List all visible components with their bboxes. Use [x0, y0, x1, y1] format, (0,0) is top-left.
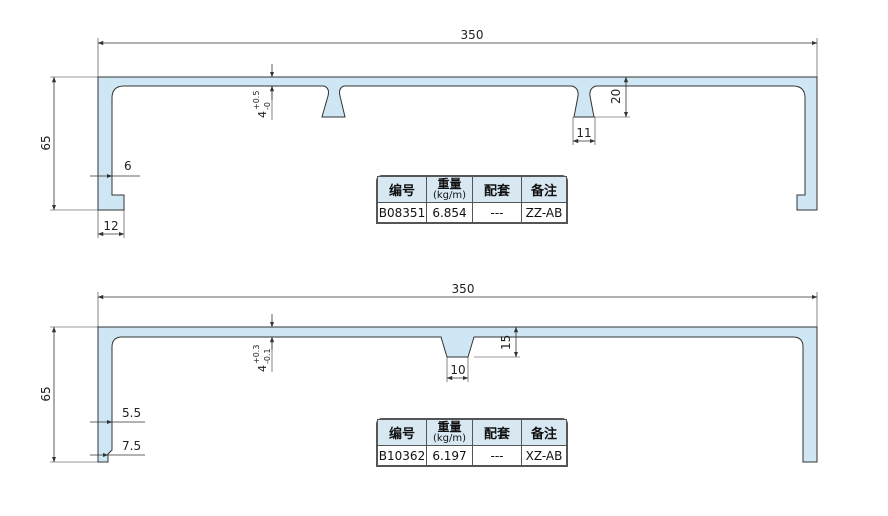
- header-code: 编号: [377, 419, 427, 446]
- wall-thickness-1: 4: [256, 111, 269, 118]
- profile-drawing-1: 350 65 4 +0.5 -0 20 11 6 12: [39, 28, 818, 238]
- tolerance-lower-2: -0.1: [263, 348, 272, 364]
- foot-width-2: 7.5: [122, 439, 141, 453]
- cell-match: ---: [472, 202, 522, 223]
- cell-code: B08351: [377, 202, 427, 223]
- height-dimension-2: 65: [39, 386, 53, 401]
- cell-weight: 6.197: [426, 445, 473, 466]
- foot-gap-1: 6: [124, 159, 132, 173]
- spec-table-2: 编号 重量 (kg/m) 配套 备注 B10362 6.197 --- XZ-A…: [376, 418, 568, 467]
- profile-drawing-2: 350 65 4 +0.3 -0.1 15 10 5.5 7.5: [39, 282, 818, 463]
- cell-weight: 6.854: [426, 202, 473, 223]
- header-weight-unit: (kg/m): [432, 432, 467, 444]
- header-match: 配套: [472, 176, 522, 203]
- cell-match: ---: [472, 445, 522, 466]
- header-weight: 重量 (kg/m): [426, 176, 473, 203]
- header-weight-label: 重量: [437, 176, 462, 191]
- foot-width-1: 12: [103, 219, 118, 233]
- header-weight: 重量 (kg/m): [426, 419, 473, 446]
- header-code: 编号: [377, 176, 427, 203]
- header-weight-unit: (kg/m): [432, 189, 467, 201]
- header-remark: 备注: [521, 419, 567, 446]
- header-remark: 备注: [521, 176, 567, 203]
- foot-gap-2: 5.5: [122, 406, 141, 420]
- slot-depth-1: 20: [609, 89, 623, 104]
- header-match: 配套: [472, 419, 522, 446]
- cell-remark: ZZ-AB: [521, 202, 567, 223]
- slot-width-1: 11: [576, 126, 591, 140]
- tolerance-upper-1: +0.5: [252, 91, 261, 110]
- tolerance-upper-2: +0.3: [252, 345, 261, 364]
- tolerance-lower-1: -0: [263, 102, 272, 110]
- width-dimension-2: 350: [452, 282, 475, 296]
- profile-1-outline: [97, 76, 818, 211]
- table-row: B10362 6.197 --- XZ-AB: [377, 445, 567, 466]
- cell-code: B10362: [377, 445, 427, 466]
- wall-thickness-2: 4: [256, 365, 269, 372]
- slot-width-2: 10: [450, 363, 465, 377]
- spec-table-1: 编号 重量 (kg/m) 配套 备注 B08351 6.854 --- ZZ-A…: [376, 175, 568, 224]
- slot-depth-2: 15: [499, 335, 513, 350]
- table-row: B08351 6.854 --- ZZ-AB: [377, 202, 567, 223]
- header-weight-label: 重量: [437, 419, 462, 434]
- width-dimension-1: 350: [461, 28, 484, 42]
- cell-remark: XZ-AB: [521, 445, 567, 466]
- height-dimension-1: 65: [39, 135, 53, 150]
